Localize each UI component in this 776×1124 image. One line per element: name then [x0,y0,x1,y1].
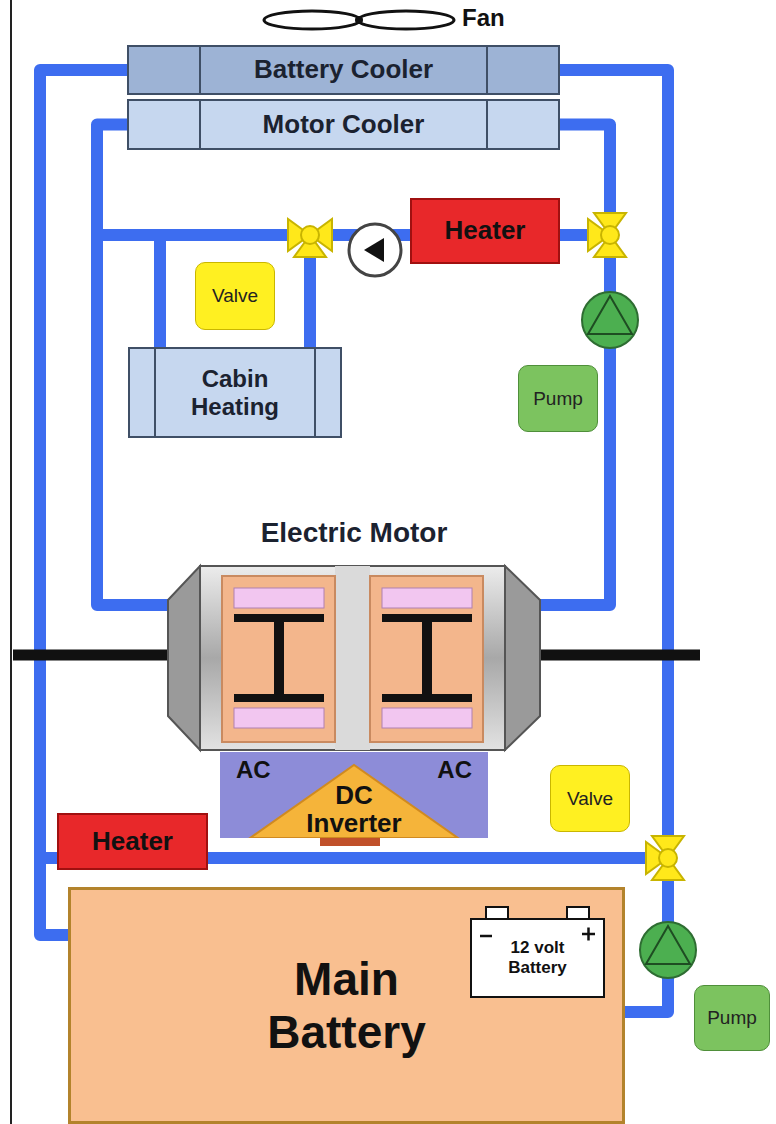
valve-symbol [301,226,319,244]
node-text: Main Battery [212,953,482,1059]
coolant-pipe [154,235,166,348]
stator-block [222,576,335,742]
rotor-beam [274,614,284,702]
node-text: DC Inverter [289,781,419,838]
rotor-beam [422,614,432,702]
winding-bar [234,588,324,608]
component-heading: Electric Motor [261,517,448,549]
inverter-terminal [320,838,380,846]
cooler-divider [154,349,156,436]
cooler-divider [199,47,201,93]
pump-symbol [582,292,638,348]
fan-blade [264,11,360,29]
heater-box: Heater [57,813,208,870]
cabin-heater-core: Cabin Heating [128,347,342,438]
pump-label: Pump [694,985,770,1051]
coolant-pipe [97,229,310,241]
battery-terminal [567,907,589,919]
stator-block [370,576,483,742]
winding-bar [382,708,472,728]
battery-terminals [472,906,603,920]
cooler-divider [314,349,316,436]
winding-bar [234,708,324,728]
cooler-divider [486,47,488,93]
valve-label: Valve [550,765,630,832]
motor-housing [200,566,505,750]
pump-arrow [646,926,690,964]
cooler-divider [486,101,488,148]
pump-arrow [364,238,384,262]
valve-label: Valve [195,262,275,330]
fan-blade [358,11,454,29]
node-text: Pump [533,388,583,410]
motor-end-cap [168,566,200,750]
electric-motor: Electric Motor [168,563,540,752]
frame-line [10,0,12,1124]
battery-cooler: Battery Cooler [127,45,560,95]
pump-label: Pump [518,365,598,432]
node-text: Heater [92,827,173,857]
node-text: Heater [445,216,526,246]
pump-symbol [640,922,696,978]
motor-cooler: Motor Cooler [127,99,560,150]
cooler-divider [199,101,201,148]
coolant-pipe [40,70,127,935]
heater-box: Heater [410,198,560,264]
battery-12v: 12 volt Battery [470,918,605,998]
winding-bar [382,588,472,608]
fan-hub [355,16,363,24]
circulation-pump [349,224,401,276]
node-text: Battery Cooler [254,55,433,85]
inverter-triangle [250,765,458,838]
dc-inverter: AC DC Inverter AC [220,752,488,838]
pump-arrow [588,296,632,334]
node-text: Valve [567,788,613,810]
node-text: AC [236,756,271,784]
part-label: Fan [462,4,505,32]
node-text: Motor Cooler [263,110,425,140]
node-text: Pump [707,1007,757,1029]
node-text: 12 volt Battery [500,938,575,977]
battery-terminal [486,907,508,919]
plus-mark [587,928,590,941]
valve-symbol [659,849,677,867]
valve-symbol [601,226,619,244]
node-text: Cabin Heating [160,365,310,420]
minus-mark [480,935,492,938]
motor-core [335,566,370,750]
node-text: Valve [212,285,258,307]
main-battery: Main Battery 12 volt Battery [68,887,625,1124]
node-text: AC [437,756,472,784]
motor-end-cap [505,566,540,750]
